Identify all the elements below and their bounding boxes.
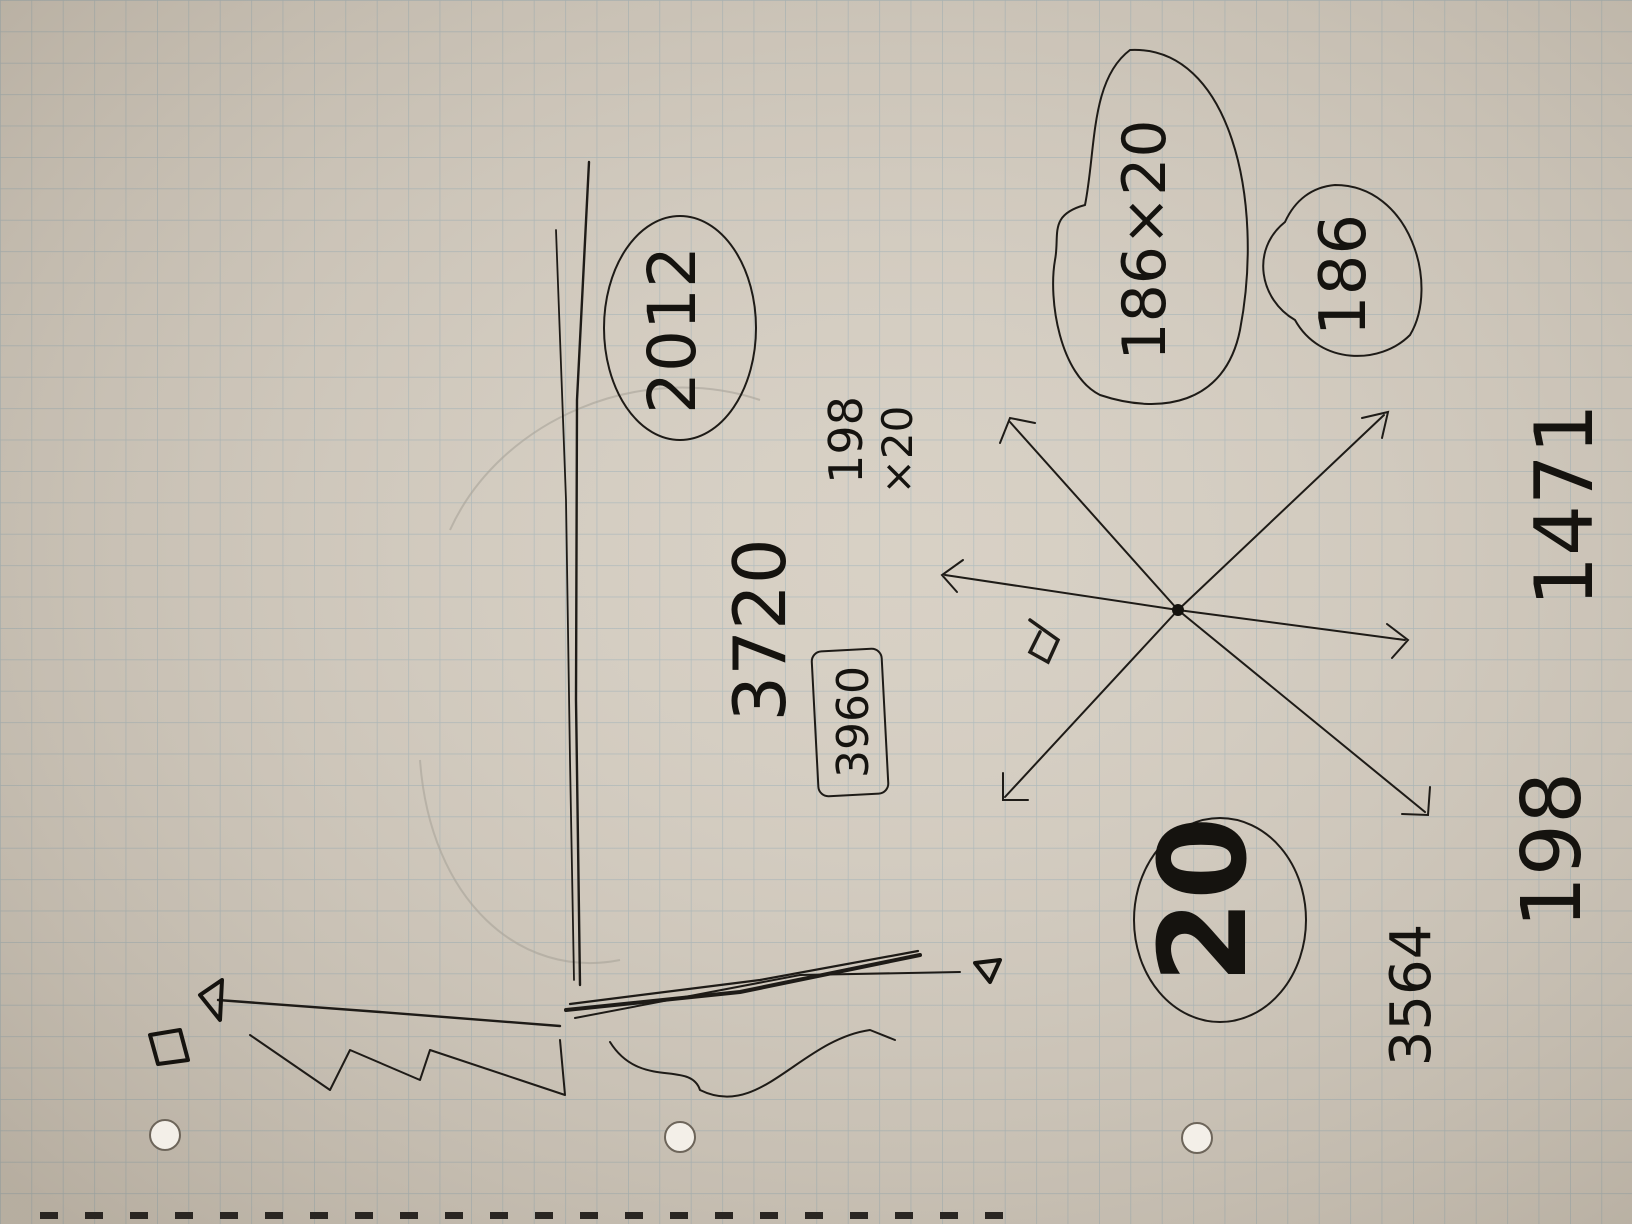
arrow-line	[1177, 414, 1385, 611]
arrow-line	[1177, 609, 1426, 813]
circled-small-note: 186	[1307, 214, 1381, 336]
diagonal-heavy-stroke-1	[564, 953, 922, 1012]
diagonal-heavy-stroke-3	[574, 971, 961, 1019]
arrow-star	[940, 410, 1431, 817]
shape-markers	[148, 958, 1002, 1066]
note-circles	[603, 48, 1423, 1023]
binder-holes	[149, 1119, 1213, 1154]
big-number-circle	[1133, 817, 1307, 1023]
total-note: 3720	[718, 538, 802, 721]
square-marker	[148, 1028, 190, 1066]
diagonal-heavy-stroke-2	[568, 949, 920, 1006]
squiggle-right	[609, 1029, 896, 1098]
arrow-head	[999, 416, 1036, 444]
triangle-marker-left	[198, 978, 224, 1022]
triangle-marker-right	[973, 958, 1002, 984]
year-circle	[603, 215, 757, 441]
arrow-line	[1009, 421, 1179, 611]
spiral-edge	[40, 1212, 1003, 1219]
arrow-line	[1177, 609, 1406, 641]
bottom-left-note: 3564	[1379, 924, 1444, 1067]
year-note: 2012	[634, 246, 711, 414]
boxed-total-note: 3960	[828, 666, 879, 778]
bottom-right-note: 1471	[1518, 403, 1611, 607]
vertical-axis-line-second	[555, 229, 575, 981]
vertical-axis-line	[574, 160, 591, 987]
arrow-head	[940, 559, 964, 593]
bottom-center-note: 198	[1505, 772, 1600, 929]
arrow-head	[1386, 623, 1410, 659]
circled-calc-note: 186×20	[1110, 119, 1180, 360]
small-scribble	[1027, 618, 1061, 665]
circled-big-note: 20	[1135, 817, 1274, 984]
small-number-circle	[1262, 183, 1423, 357]
star-center-dot	[1172, 604, 1184, 616]
arrow-head	[1002, 772, 1029, 801]
squiggle-left	[249, 1034, 566, 1096]
binder-hole	[664, 1121, 696, 1153]
arrow-line	[1004, 609, 1179, 798]
binder-hole	[1181, 1122, 1213, 1154]
binder-hole	[149, 1119, 181, 1151]
arrow-head	[1361, 410, 1390, 439]
calc-circle	[1052, 48, 1249, 405]
arrow-head	[1401, 786, 1431, 817]
product-note-bottom: ×20	[873, 406, 922, 495]
horizontal-axis-line	[216, 998, 562, 1028]
boxed-total	[810, 647, 890, 798]
handwritten-notes: 2012 198 ×20 3720 3960 186×20 186 20 356…	[634, 119, 1611, 1066]
arrow-line	[944, 574, 1179, 611]
axes-sketch	[216, 160, 961, 1098]
product-note-top: 198	[819, 396, 873, 484]
